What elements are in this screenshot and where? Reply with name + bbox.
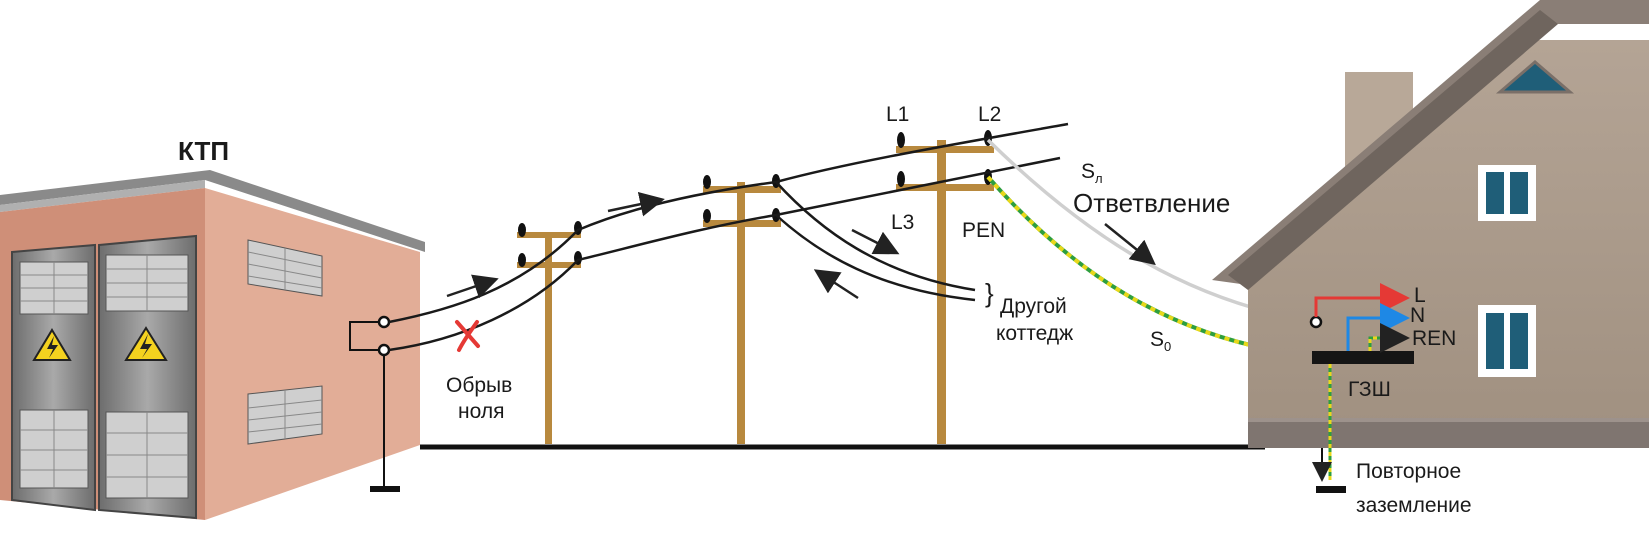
l1-label: L1 [886,103,909,126]
gable-window [1495,60,1575,94]
line-lower [388,156,1061,352]
l-conductor-label: L [1414,284,1426,307]
ren-conductor [1368,323,1410,353]
ktp-label: КТП [178,136,229,166]
other-cottage-label-1: Другой [1000,295,1067,318]
high-voltage-warning-icon [124,326,168,361]
ktp-doors [11,234,197,520]
branch-line-2 [775,214,976,302]
pen-label: PEN [962,219,1005,242]
ktp-side-vents [247,239,323,445]
ktp-terminals [349,315,400,492]
sl-label: Sл [1081,160,1103,186]
house-window [1478,165,1536,221]
service-entry-terminal [1309,315,1323,329]
l3-label: L3 [891,211,914,234]
ktp-substation [0,170,425,520]
gzsh-label: ГЗШ [1348,378,1391,401]
reground-label-2: заземление [1356,494,1472,517]
pole-2 [703,174,781,444]
ktp-ground-electrode [370,486,400,492]
high-voltage-warning-icon [32,328,72,361]
n-conductor-label: N [1410,304,1425,327]
l2-label: L2 [978,103,1001,126]
branch-line-1 [775,181,976,292]
s0-label: S0 [1150,328,1171,354]
house-plinth [1248,418,1649,448]
break-label-2: ноля [458,400,504,423]
ren-conductor-label: REN [1412,327,1456,350]
ktp-roof [0,170,425,252]
l-conductor [1314,283,1410,317]
break-cross-icon [455,320,480,352]
break-label-1: Обрыв [446,374,512,397]
other-cottage-brace: } [985,278,994,308]
house [1212,0,1649,448]
n-conductor [1346,303,1410,351]
flow-arrows [446,191,1156,300]
reground-label-1: Повторное [1356,460,1461,483]
reground-conductor [1312,364,1346,493]
pole-3 [896,130,994,444]
branch-label: Ответвление [1073,188,1230,218]
main-ground-bus [1312,351,1414,364]
other-cottage-label-2: коттедж [996,322,1073,345]
house-window [1478,305,1536,377]
reground-electrode [1316,486,1346,493]
